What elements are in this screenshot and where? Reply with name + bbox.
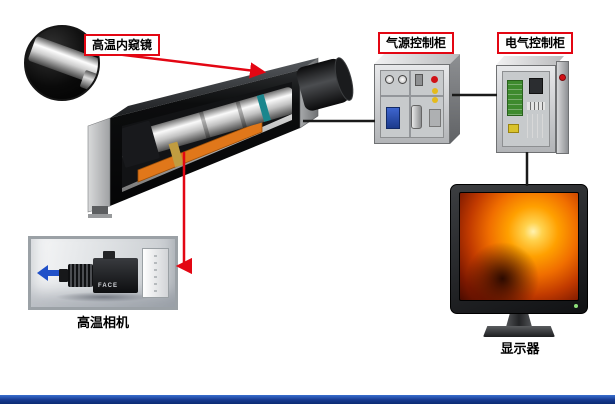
relay-unit [508,124,519,133]
connector-enclosure-to-camera [175,152,192,275]
monitor-neck [506,314,532,327]
gas-cabinet-label: 气源控制柜 [378,32,455,55]
air-tank [411,105,422,129]
tube-collar [256,94,271,122]
pressure-gauge [385,75,394,84]
mount-bracket [168,141,184,168]
air-pipe [381,95,443,97]
camera-label: 高温相机 [76,315,129,330]
enclosure-foot [92,206,108,215]
air-pipe [409,71,411,137]
enclosure-internals [122,87,292,192]
enclosure-front-face [110,70,300,206]
pump-unit [386,107,400,129]
valve-knob-yellow [432,88,438,94]
footer-bar [0,395,615,404]
valve-knob-red [431,76,438,83]
cabinet-front-face [374,64,450,144]
probe-enclosure [87,57,354,218]
probe-tube [122,87,292,161]
camera-connector [103,251,115,259]
enclosure-top-face [110,58,318,118]
camera-shadow [55,292,151,302]
cabinet-interior [502,71,550,147]
monitor-label: 显示器 [500,341,540,356]
enclosure-left-end [87,117,111,213]
filter-unit [429,109,441,127]
cabinet-side-face [450,54,460,144]
camera-lens-tip [59,269,68,282]
flange-plate [299,57,319,129]
monitor-base [483,326,555,337]
mount-scale-marks [154,255,157,293]
cabinet-top-face [374,54,460,64]
cable-carrier [137,120,263,183]
lens-barrel [296,57,354,111]
camera-mount-slide [142,248,169,298]
valve-knob-yellow [432,97,438,103]
tube-ring [199,111,211,139]
emergency-stop-button [559,74,566,81]
cabinet-front-face [496,65,556,153]
gas-control-cabinet [374,54,462,144]
regulator [415,74,423,86]
internal-camera-unit [122,120,160,168]
pointer-endoscope-to-probe [115,52,267,79]
camera-brand-text: FACE [98,283,119,289]
guide-rail [122,114,292,192]
enclosure-foot-base [88,214,112,218]
endoscope-label: 高温内窥镜 [84,34,161,57]
pressure-gauge [398,75,407,84]
monitor-screen-furnace-view [459,192,579,301]
cutaway-opening [122,82,292,192]
electric-control-cabinet [496,56,570,154]
power-led [574,304,578,308]
terminal-block [527,102,545,110]
power-unit [529,78,543,94]
camera-lens [68,264,93,287]
camera-body: FACE [93,258,138,293]
cabinet-door [556,61,569,154]
electric-cabinet-label: 电气控制柜 [497,32,574,55]
tube-ring [235,100,247,128]
cabinet-top-face [496,56,564,65]
wiring [527,114,543,138]
airflow-arrow-icon [37,265,48,281]
camera-box: FACE [28,236,178,310]
airflow-arrow-shaft [48,270,59,276]
pcb-board [507,80,523,116]
cabinet-interior [380,70,444,138]
monitor: 显示器 [450,184,590,356]
monitor-frame [450,184,588,314]
